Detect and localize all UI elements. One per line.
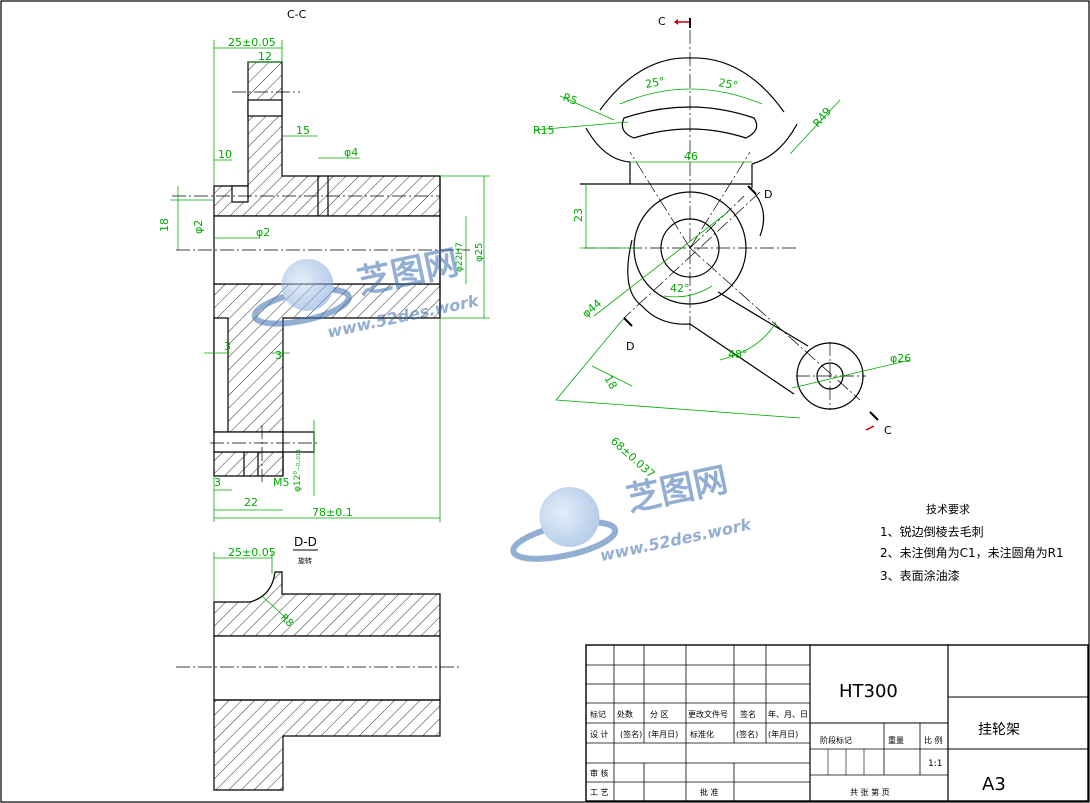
tb-biaozhunhua: 标准化 — [690, 729, 714, 739]
dim-phi2-a: φ2 — [192, 220, 205, 234]
cut-d-top: D — [764, 188, 772, 201]
part-name-text: 挂轮架 — [978, 722, 1020, 738]
tb-gengai: 更改文件号 — [688, 709, 728, 719]
tb-nianyueri-2: (年月日) — [768, 729, 798, 739]
notes-line-2: 2、未注倒角为C1，未注圆角为R1 — [880, 545, 1064, 560]
globe-icon — [281, 258, 334, 311]
section-cc-label: C-C — [287, 8, 307, 21]
notes-title: 技术要求 — [926, 503, 970, 516]
dim-r15: R15 — [533, 124, 555, 137]
globe-icon — [539, 486, 600, 547]
notes-line-3: 3、表面涂油漆 — [880, 568, 960, 583]
tb-chushu: 处数 — [617, 709, 633, 719]
tb-sheets: 共 张 第 页 — [850, 787, 890, 797]
dim-22: 22 — [244, 496, 258, 509]
dim-phi22: φ22H7 — [455, 242, 465, 272]
section-dd-sub: 旋转 — [298, 556, 312, 565]
dim-phi2-b: φ2 — [256, 226, 270, 239]
cut-c-top: C — [658, 15, 666, 28]
dim-18: 18 — [158, 218, 171, 232]
dim-10: 10 — [218, 148, 232, 161]
dim-46: 46 — [684, 150, 698, 163]
tb-zhongliang: 重量 — [888, 735, 904, 745]
tb-sheji: 设 计 — [590, 729, 609, 739]
tb-shenhe: 审 核 — [590, 768, 609, 778]
dim-78: 78±0.1 — [312, 506, 353, 519]
dim-25-top: 25±0.05 — [228, 36, 276, 49]
dim-phi25: φ25 — [474, 243, 485, 262]
dim-15: 15 — [296, 124, 310, 137]
dim-phi4: φ4 — [344, 146, 358, 159]
dim-42: 42° — [670, 282, 690, 295]
watermark-url-2: www.52des.work — [598, 514, 754, 565]
section-dd-view — [213, 571, 441, 791]
material-text: HT300 — [839, 681, 898, 702]
notes-line-1: 1、锐边倒棱去毛刺 — [880, 524, 984, 539]
tb-fenqu: 分 区 — [650, 710, 669, 719]
technical-notes: 技术要求 1、锐边倒棱去毛刺 2、未注倒角为C1，未注圆角为R1 3、表面涂油漆 — [880, 503, 1064, 583]
cut-d-bottom: D — [626, 340, 634, 353]
title-block — [585, 644, 1089, 802]
dim-18b: 18 — [601, 373, 619, 392]
tb-nianyueri-1: (年月日) — [648, 729, 678, 739]
dim-r5: R5 — [561, 91, 579, 108]
dim-ang25a: 25° — [644, 75, 665, 91]
dim-25-bot: 25±0.05 — [228, 546, 276, 559]
watermark-2: 芝图网 www.52des.work — [510, 460, 754, 565]
dim-3c: 3 — [214, 476, 221, 489]
dim-3b: 3 — [275, 349, 282, 362]
dim-m5: M5 — [273, 476, 290, 489]
tb-bili: 比 例 — [924, 735, 943, 745]
tb-jieduan: 阶段标记 — [820, 735, 852, 745]
dim-68: 68±0.037 — [608, 435, 657, 481]
cut-c-bottom: C — [884, 424, 892, 437]
tb-biaoji: 标记 — [590, 709, 606, 719]
section-dd-label: D-D — [294, 535, 317, 549]
tb-qianming: 签名 — [740, 709, 756, 719]
tb-pizhun: 批 准 — [700, 787, 719, 797]
tb-qianming-2: (签名) — [736, 729, 758, 739]
dim-r49: R49 — [810, 105, 834, 130]
dim-ang25b: 25° — [717, 76, 738, 92]
tb-qianming-1: (签名) — [620, 729, 642, 739]
dim-3a: 3 — [224, 340, 231, 353]
tb-date: 年、月、日 — [768, 709, 808, 719]
sheet-size-text: A3 — [982, 774, 1006, 795]
tb-gongyi: 工 艺 — [590, 788, 609, 797]
dim-48: 48° — [728, 348, 748, 361]
cc-lower-flange — [213, 451, 284, 477]
dim-phi44: φ44 — [580, 297, 605, 321]
dim-phi26: φ26 — [890, 352, 911, 365]
dim-23: 23 — [572, 208, 585, 222]
cut-markers: C C D D — [623, 15, 892, 437]
dim-phi12: φ12⁰₋₀.₀₁₁ — [293, 449, 303, 492]
cc-slot — [213, 317, 229, 433]
scale-text: 1:1 — [928, 759, 942, 769]
dim-12: 12 — [258, 50, 272, 63]
cc-lug-hole — [247, 99, 283, 117]
